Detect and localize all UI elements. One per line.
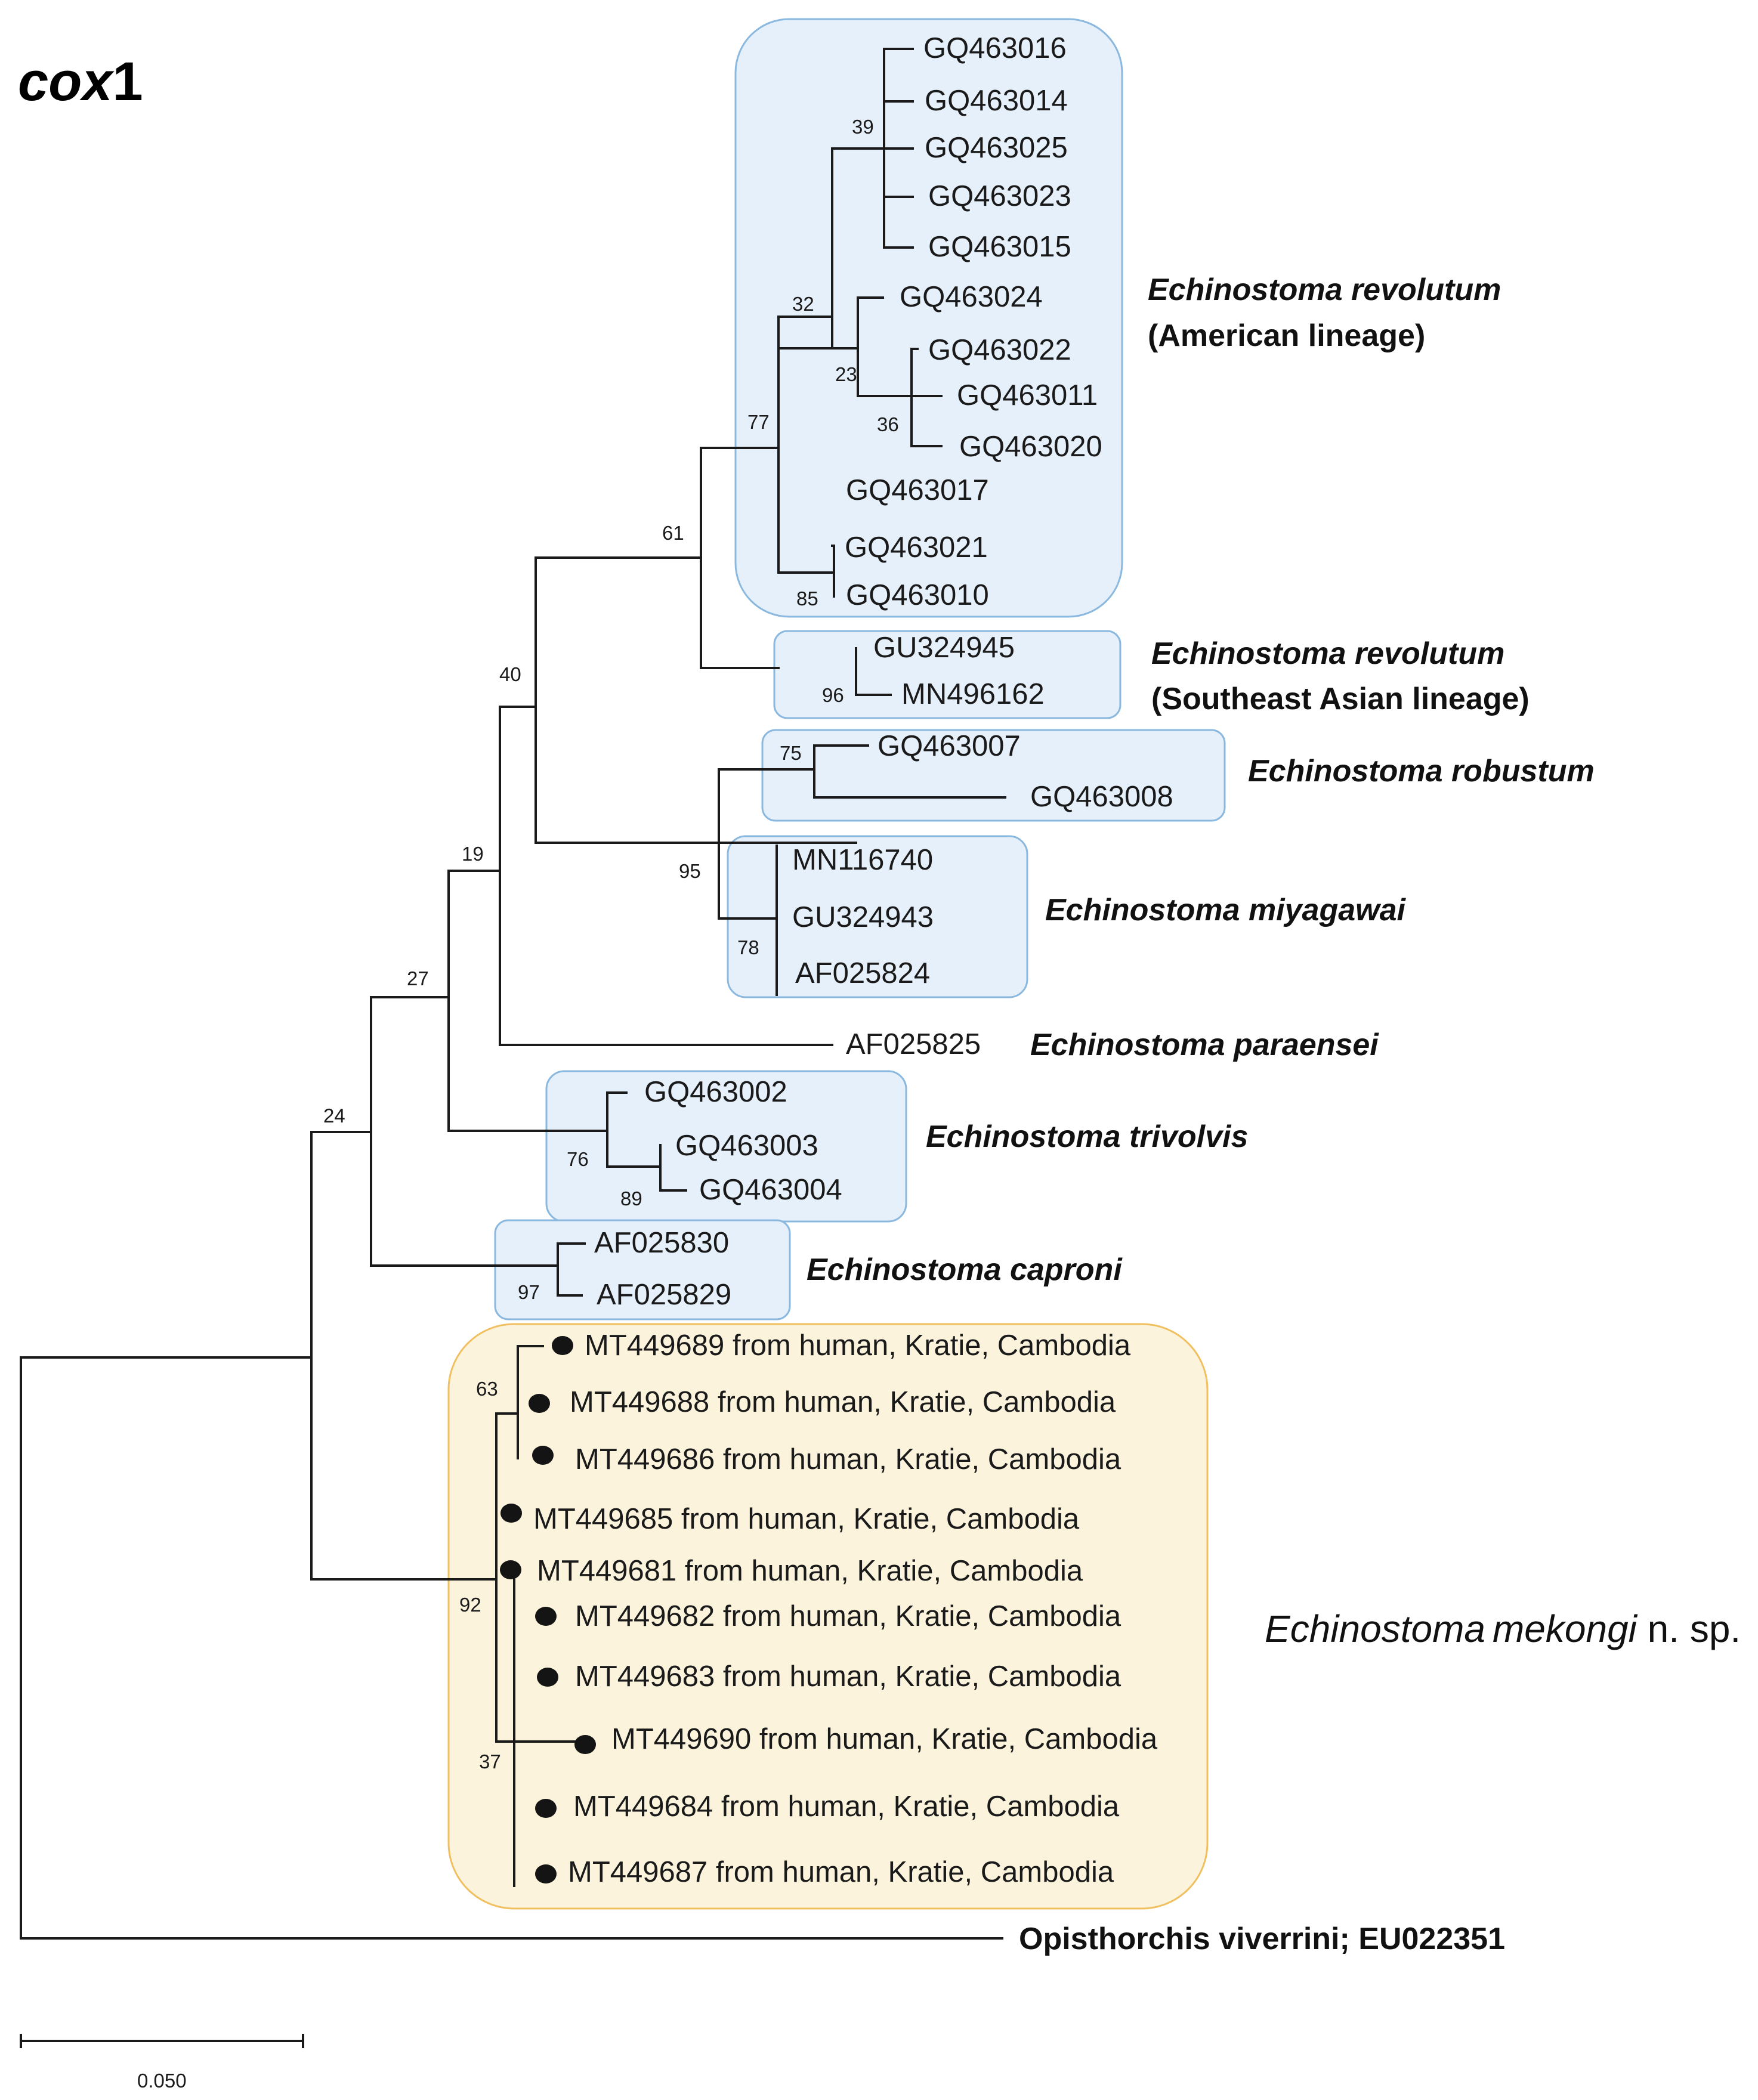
leaf-MN116740: MN116740 (792, 844, 933, 876)
bootstrap-63: 63 (476, 1378, 498, 1400)
bootstrap-89: 89 (620, 1187, 642, 1210)
bootstrap-76: 76 (567, 1148, 589, 1170)
leaf-GQ463020: GQ463020 (959, 431, 1102, 463)
leaf-GQ463014: GQ463014 (925, 85, 1068, 117)
leaf-GQ463021: GQ463021 (845, 531, 988, 564)
bootstrap-23: 23 (835, 363, 857, 385)
bootstrap-95: 95 (679, 860, 701, 882)
clade-boxes (447, 18, 1226, 1910)
leaf-MT449685: MT449685 from human, Kratie, Cambodia (533, 1503, 1080, 1535)
clade-label-miyagawai: Echinostoma miyagawai (1045, 893, 1407, 927)
bootstrap-77: 77 (747, 411, 770, 433)
clade-label-trivolvis: Echinostoma trivolvis (926, 1119, 1248, 1154)
sample-markers (500, 1336, 596, 1883)
bootstrap-40: 40 (499, 663, 521, 685)
bootstrap-37: 37 (479, 1750, 501, 1773)
scale-bar: 0.050 (20, 2034, 304, 2092)
dot-marker-MT449685 (500, 1504, 522, 1523)
leaf-MT449681: MT449681 from human, Kratie, Cambodia (537, 1555, 1083, 1587)
leaf-AF025824: AF025824 (795, 957, 930, 989)
leaf-GU324943: GU324943 (792, 901, 934, 933)
leaf-GQ463024: GQ463024 (900, 281, 1043, 313)
bootstrap-97: 97 (518, 1281, 540, 1303)
bootstrap-75: 75 (780, 742, 802, 764)
clade-sublabel-southeast-asian-lineage: (Southeast Asian lineage) (1151, 682, 1530, 716)
leaf-GQ463002: GQ463002 (644, 1076, 787, 1108)
leaf-MT449682: MT449682 from human, Kratie, Cambodia (575, 1600, 1121, 1632)
clade-labels: Echinostoma revolutum (American lineage)… (807, 273, 1741, 1650)
bootstrap-19: 19 (462, 843, 484, 865)
clade-label-revolutum-southeast-asian: Echinostoma revolutum (1151, 636, 1504, 671)
dot-marker-MT449688 (529, 1394, 550, 1413)
bootstrap-96: 96 (822, 684, 844, 706)
leaf-MT449688: MT449688 from human, Kratie, Cambodia (570, 1386, 1116, 1418)
dot-marker-MT449689 (552, 1336, 573, 1355)
dot-marker-MT449687 (535, 1864, 557, 1883)
leaf-MT449686: MT449686 from human, Kratie, Cambodia (575, 1443, 1121, 1476)
leaf-GQ463010: GQ463010 (846, 579, 989, 611)
dot-marker-MT449683 (537, 1668, 558, 1687)
leaf-MT449689: MT449689 from human, Kratie, Cambodia (585, 1329, 1131, 1362)
box-revolutum-southeast-asian (773, 630, 1121, 719)
leaf-GQ463007: GQ463007 (878, 730, 1021, 762)
leaf-GQ463023: GQ463023 (928, 180, 1071, 212)
leaf-AF025825: AF025825 (846, 1028, 981, 1060)
bootstrap-values: 39 32 23 36 77 85 61 96 40 75 95 78 19 2… (323, 116, 899, 1773)
leaf-outgroup: Opisthorchis viverrini; EU022351 (1019, 1922, 1505, 1956)
leaf-GQ463017: GQ463017 (846, 474, 989, 506)
box-miyagawai (727, 835, 1028, 998)
bootstrap-61: 61 (662, 522, 684, 544)
bootstrap-27: 27 (407, 967, 429, 989)
clade-label-caproni: Echinostoma caproni (807, 1252, 1123, 1287)
clade-label-paraensei: Echinostoma paraensei (1030, 1028, 1379, 1062)
bootstrap-24: 24 (323, 1105, 345, 1127)
bootstrap-32: 32 (792, 293, 814, 315)
tree-branches (20, 48, 1006, 1940)
bootstrap-92: 92 (459, 1594, 481, 1616)
leaf-labels: GQ463016 GQ463014 GQ463025 GQ463023 GQ46… (533, 32, 1505, 1956)
leaf-GQ463008: GQ463008 (1030, 781, 1173, 813)
bootstrap-39: 39 (852, 116, 874, 138)
dot-marker-MT449690 (574, 1735, 596, 1754)
bootstrap-85: 85 (796, 587, 818, 610)
leaf-MT449690: MT449690 from human, Kratie, Cambodia (611, 1723, 1158, 1755)
leaf-GQ463016: GQ463016 (923, 32, 1067, 64)
leaf-MN496162: MN496162 (901, 678, 1045, 710)
dot-marker-MT449681 (500, 1560, 521, 1579)
clade-label-revolutum-american: Echinostoma revolutum (1148, 273, 1501, 307)
clade-label-robustum: Echinostoma robustum (1248, 754, 1595, 788)
leaf-MT449687: MT449687 from human, Kratie, Cambodia (568, 1856, 1114, 1888)
leaf-GQ463011: GQ463011 (957, 379, 1098, 412)
dot-marker-MT449686 (532, 1446, 554, 1465)
leaf-AF025830: AF025830 (594, 1227, 729, 1259)
clade-sublabel-american-lineage: (American lineage) (1148, 318, 1425, 353)
box-mekongi (447, 1323, 1209, 1910)
scale-bar-label: 0.050 (137, 2070, 187, 2092)
bootstrap-78: 78 (737, 936, 759, 958)
leaf-GQ463004: GQ463004 (699, 1174, 842, 1206)
leaf-GU324945: GU324945 (873, 632, 1015, 664)
gene-title: cox1 (18, 51, 143, 112)
leaf-AF025829: AF025829 (597, 1279, 731, 1311)
leaf-MT449684: MT449684 from human, Kratie, Cambodia (573, 1790, 1120, 1823)
leaf-MT449683: MT449683 from human, Kratie, Cambodia (575, 1660, 1121, 1693)
leaf-GQ463025: GQ463025 (925, 132, 1068, 164)
leaf-GQ463022: GQ463022 (928, 334, 1071, 366)
bootstrap-36: 36 (877, 413, 899, 435)
dot-marker-MT449684 (535, 1799, 557, 1818)
leaf-GQ463015: GQ463015 (928, 231, 1071, 263)
dot-marker-MT449682 (535, 1607, 557, 1626)
leaf-GQ463003: GQ463003 (675, 1130, 818, 1162)
